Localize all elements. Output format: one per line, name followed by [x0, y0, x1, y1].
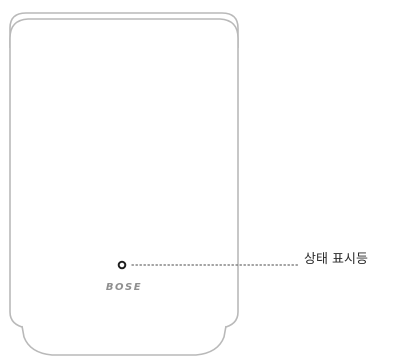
bose-logo: BOSE: [106, 282, 142, 293]
status-indicator-label: 상태 표시등: [304, 252, 368, 267]
status-indicator-light: [117, 260, 127, 270]
speaker-body: [9, 18, 239, 329]
speaker-base: [21, 325, 227, 356]
